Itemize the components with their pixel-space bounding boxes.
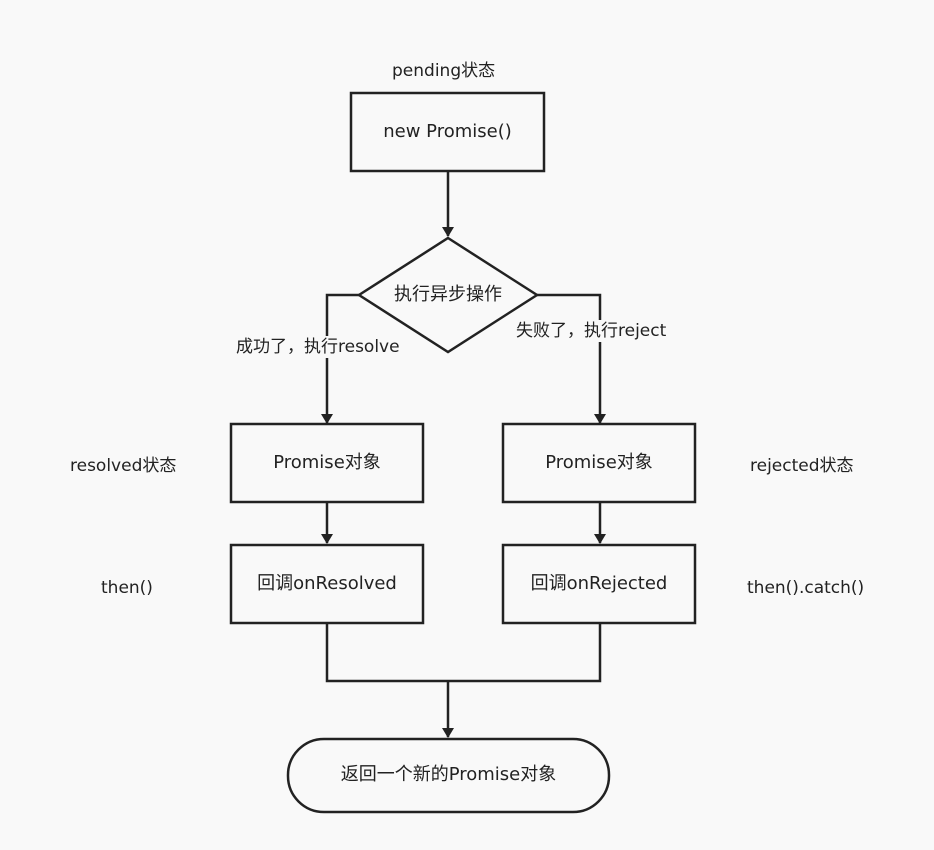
start-node-text: new Promise() [383, 121, 512, 142]
resolved-state-label: resolved状态 [70, 456, 177, 476]
edge-failure [537, 293, 606, 424]
decision-node-text: 执行异步操作 [394, 284, 502, 305]
edge-success [321, 293, 359, 424]
rejected-state-label: rejected状态 [750, 456, 854, 476]
merge-line [325, 623, 602, 683]
then-catch-label: then().catch() [747, 578, 865, 598]
then-label: then() [101, 578, 153, 598]
rejected-promise-box [501, 422, 697, 504]
end-node-text: 返回一个新的Promise对象 [340, 764, 557, 785]
rejected-promise-text: Promise对象 [545, 452, 653, 473]
resolved-promise-text: Promise对象 [273, 452, 381, 473]
on-rejected-text: 回调onRejected [530, 573, 668, 594]
resolved-promise-box [229, 422, 425, 504]
start-box [349, 91, 546, 173]
edge-failure-label: 失败了，执行reject [514, 320, 669, 342]
on-rejected-box [501, 543, 697, 625]
end-box [286, 737, 611, 814]
decision-diamond [356, 236, 540, 354]
pending-state-label: pending状态 [392, 61, 496, 81]
on-resolved-text: 回调onResolved [257, 573, 397, 594]
edge-success-label: 成功了，执行resolve [234, 336, 402, 358]
